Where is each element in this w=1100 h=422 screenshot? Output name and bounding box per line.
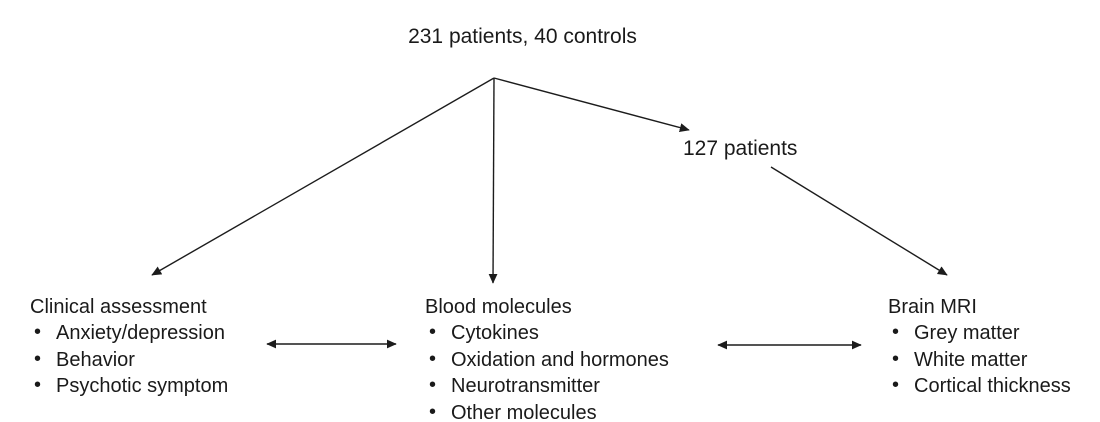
- blood-molecules-node: Blood molecules Cytokines Oxidation and …: [425, 294, 669, 422]
- list-item: Psychotic symptom: [30, 372, 228, 400]
- node-item-list: Grey matter White matter Cortical thickn…: [888, 319, 1071, 400]
- clinical-assessment-node: Clinical assessment Anxiety/depression B…: [30, 294, 228, 400]
- list-item: Behavior: [30, 346, 228, 374]
- node-item-list: Anxiety/depression Behavior Psychotic sy…: [30, 319, 228, 400]
- arrow-root-to-blood: [488, 77, 498, 284]
- list-item: Neurotransmitter: [425, 372, 669, 400]
- node-title: Brain MRI: [888, 296, 977, 318]
- arrow-subset-to-mri: [770, 166, 948, 276]
- list-item: White matter: [888, 346, 1071, 374]
- arrow-root-to-clinical: [151, 77, 495, 276]
- arrow-root-to-subset: [493, 77, 690, 132]
- node-title: Clinical assessment: [30, 296, 207, 318]
- node-title: Blood molecules: [425, 296, 572, 318]
- list-item: Oxidation and hormones: [425, 346, 669, 374]
- list-item: Cortical thickness: [888, 372, 1071, 400]
- list-item: Other molecules: [425, 399, 669, 422]
- subset-node-label: 127 patients: [683, 137, 798, 160]
- list-item: Cytokines: [425, 319, 669, 347]
- node-item-list: Cytokines Oxidation and hormones Neurotr…: [425, 319, 669, 422]
- list-item: Anxiety/depression: [30, 319, 228, 347]
- brain-mri-node: Brain MRI Grey matter White matter Corti…: [888, 294, 1071, 400]
- list-item: Grey matter: [888, 319, 1071, 347]
- root-node-label: 231 patients, 40 controls: [408, 25, 637, 48]
